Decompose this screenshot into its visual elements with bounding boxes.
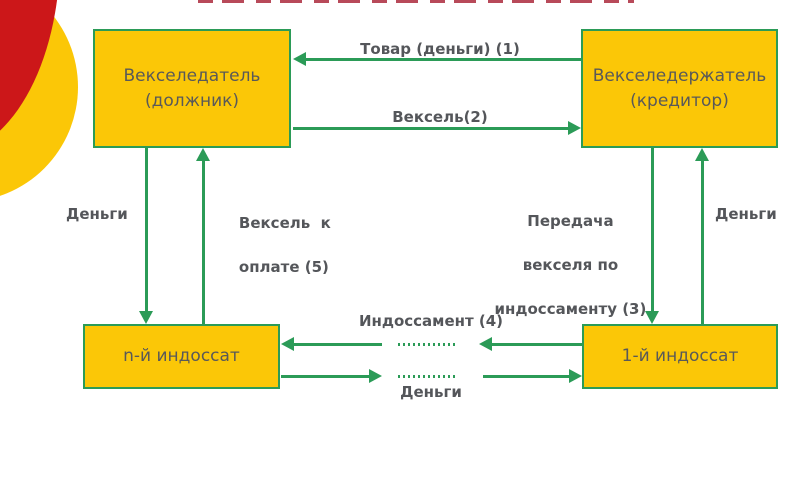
edge-bill-payment-label-line2: оплате (5) xyxy=(238,258,329,276)
edge-money-bottom-label: Деньги xyxy=(400,383,462,401)
node-first-endorsee: 1-й индоссат xyxy=(582,324,778,389)
edge-bill-payment-label: Вексель к оплате (5) xyxy=(218,190,331,300)
node-drawer: Векселедатель (должник) xyxy=(93,29,291,148)
node-n-endorsee-label: n-й индоссат xyxy=(123,346,240,366)
edge-goods-label: Товар (деньги) (1) xyxy=(360,40,520,58)
node-holder-line1: Векселедержатель xyxy=(592,65,767,86)
edge-bill-payment-line xyxy=(202,161,205,324)
edge-transfer-label-line3: индоссаменту (3) xyxy=(494,300,647,318)
edge-money-bottom-line-right xyxy=(483,375,569,378)
edge-bill-line xyxy=(293,127,568,130)
node-holder: Векселедержатель (кредитор) xyxy=(581,29,778,148)
arrowhead-up-icon xyxy=(695,148,709,161)
arrowhead-left-icon xyxy=(293,52,306,66)
arrowhead-down-icon xyxy=(139,311,153,324)
arrowhead-right-icon xyxy=(369,369,382,383)
arrowhead-down-icon xyxy=(645,311,659,324)
edge-endorsement-dotted-line xyxy=(398,343,458,346)
edge-endorsement-line-left xyxy=(294,343,382,346)
edge-money-bottom-dotted-line xyxy=(398,375,458,378)
edge-transfer-label: Передача векселя по индоссаменту (3) xyxy=(470,188,650,342)
edge-money-left-line xyxy=(145,148,148,312)
edge-money-right-line xyxy=(701,161,704,324)
edge-goods-line xyxy=(306,58,581,61)
edge-bill-label: Вексель(2) xyxy=(392,108,488,126)
edge-endorsement-line-right xyxy=(492,343,582,346)
arrowhead-right-icon xyxy=(569,369,582,383)
edge-endorsement-label: Индоссамент (4) xyxy=(358,312,504,330)
arrowhead-left-icon xyxy=(479,337,492,351)
edge-transfer-label-line1: Передача xyxy=(527,212,614,230)
edge-bill-payment-label-line1: Вексель к xyxy=(238,214,331,232)
arrowhead-up-icon xyxy=(196,148,210,161)
node-drawer-line1: Векселедатель xyxy=(123,65,261,86)
edge-transfer-label-line2: векселя по xyxy=(522,256,619,274)
node-drawer-line2: (должник) xyxy=(144,90,240,111)
edge-transfer-line xyxy=(651,148,654,312)
edge-money-left-label: Деньги xyxy=(66,205,128,223)
arrowhead-right-icon xyxy=(568,121,581,135)
arrowhead-left-icon xyxy=(281,337,294,351)
edge-money-right-label: Деньги xyxy=(715,205,777,223)
edge-money-bottom-line-left xyxy=(281,375,369,378)
node-n-endorsee: n-й индоссат xyxy=(83,324,280,389)
node-first-endorsee-label: 1-й индоссат xyxy=(621,346,739,366)
cut-off-title-fragment xyxy=(198,0,634,3)
node-holder-line2: (кредитор) xyxy=(630,90,729,111)
